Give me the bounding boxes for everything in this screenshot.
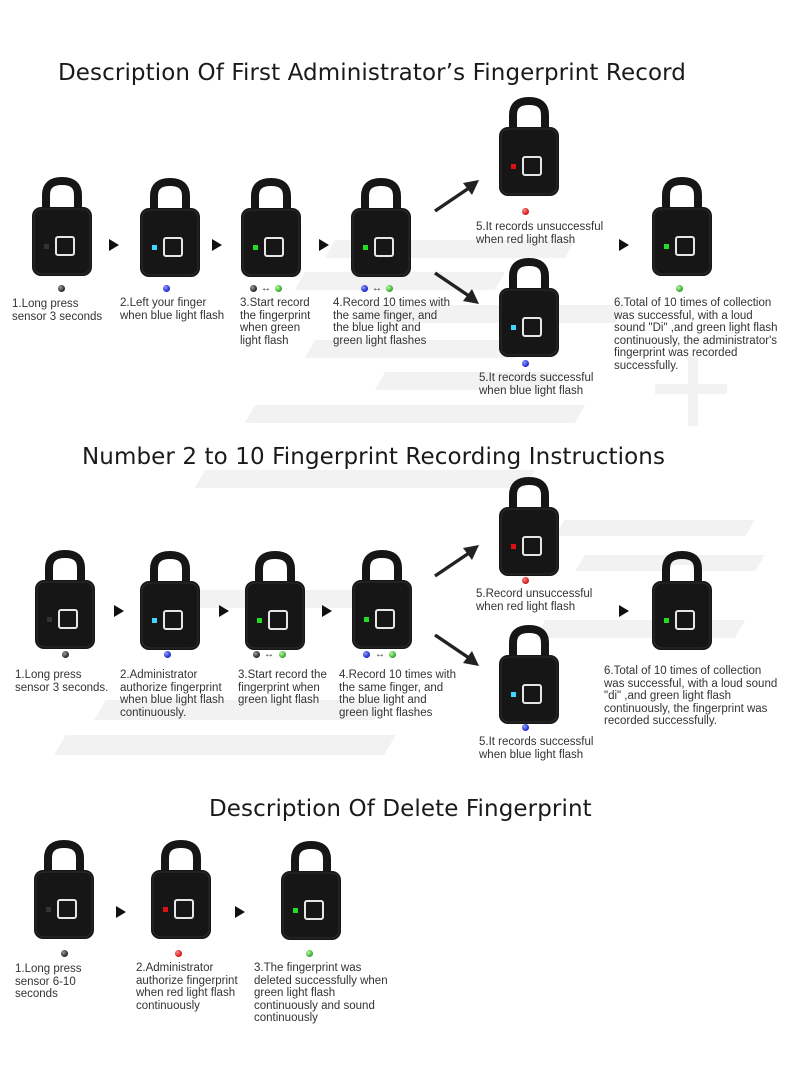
padlock-icon: [139, 178, 201, 278]
padlock-icon: [350, 178, 412, 278]
step-caption: 5.Record unsuccessful when red light fla…: [476, 588, 593, 613]
step-arrow-icon: [212, 239, 222, 251]
alternate-icon: ↔: [261, 283, 271, 294]
step-arrow-icon: [322, 605, 332, 617]
led-indicator-dot: [275, 285, 282, 292]
led-indicator-dot: [175, 950, 182, 957]
led-indicator-dot: [522, 724, 529, 731]
step-arrow-icon: [235, 906, 245, 918]
step-caption: 4.Record 10 times with the same finger, …: [333, 297, 450, 347]
padlock-icon: [34, 550, 96, 650]
padlock-icon: [651, 551, 713, 651]
step-caption: 5.It records successful when blue light …: [479, 736, 594, 761]
led-indicator-dot: [250, 285, 257, 292]
led-indicator-dot: [62, 651, 69, 658]
padlock-icon: [498, 477, 560, 577]
step-arrow-icon: [109, 239, 119, 251]
section3-title: Description Of Delete Fingerprint: [209, 796, 592, 822]
padlock-icon: [150, 840, 212, 940]
padlock-icon: [498, 97, 560, 197]
step-caption: 2.Administrator authorize fingerprint wh…: [120, 669, 225, 719]
led-indicator-dot: [279, 651, 286, 658]
padlock-icon: [31, 177, 93, 277]
led-indicator-dot: [522, 360, 529, 367]
step-caption: 6.Total of 10 times of collection was su…: [614, 297, 778, 372]
padlock-icon: [280, 841, 342, 941]
branch-arrow-up-icon: [434, 545, 479, 578]
padlock-icon: [651, 177, 713, 277]
step-caption: 6.Total of 10 times of collection was su…: [604, 665, 778, 727]
step-caption: 3.Start record the fingerprint when gree…: [238, 669, 327, 706]
padlock-icon: [33, 840, 95, 940]
branch-arrow-down-icon: [434, 271, 479, 304]
padlock-icon: [240, 178, 302, 278]
led-indicator-dot: [253, 651, 260, 658]
led-indicator-dot: [306, 950, 313, 957]
padlock-icon: [351, 550, 413, 650]
led-indicator-dot: [522, 208, 529, 215]
led-indicator-dot: [522, 577, 529, 584]
padlock-icon: [498, 625, 560, 725]
step-arrow-icon: [619, 239, 629, 251]
step-caption: 1.Long press sensor 3 seconds.: [15, 669, 109, 694]
step-arrow-icon: [219, 605, 229, 617]
step-caption: 5.It records successful when blue light …: [479, 372, 594, 397]
led-indicator-dot: [58, 285, 65, 292]
step-arrow-icon: [114, 605, 124, 617]
led-indicator-dot: [361, 285, 368, 292]
branch-arrow-up-icon: [434, 180, 479, 213]
step-arrow-icon: [116, 906, 126, 918]
step-caption: 1.Long press sensor 3 seconds: [12, 298, 103, 323]
padlock-icon: [498, 258, 560, 358]
step-caption: 3.Start record the fingerprint when gree…: [240, 297, 311, 347]
alternate-icon: ↔: [375, 649, 385, 660]
section2-title: Number 2 to 10 Fingerprint Recording Ins…: [82, 444, 666, 470]
led-indicator-dot: [389, 651, 396, 658]
led-indicator-dot: [163, 285, 170, 292]
led-indicator-dot: [164, 651, 171, 658]
padlock-icon: [244, 551, 306, 651]
step-caption: 1.Long press sensor 6-10 seconds: [15, 963, 82, 1000]
section1-title: Description Of First Administrator’s Fin…: [58, 60, 686, 86]
led-indicator-dot: [363, 651, 370, 658]
step-caption: 2.Administrator authorize fingerprint wh…: [136, 962, 238, 1012]
padlock-icon: [139, 551, 201, 651]
step-caption: 5.It records unsuccessful when red light…: [476, 221, 604, 246]
step-arrow-icon: [319, 239, 329, 251]
step-arrow-icon: [619, 605, 629, 617]
led-indicator-dot: [61, 950, 68, 957]
step-caption: 3.The fingerprint was deleted successful…: [254, 962, 388, 1024]
step-caption: 2.Left your finger when blue light flash: [120, 297, 225, 322]
led-indicator-dot: [676, 285, 683, 292]
led-indicator-dot: [386, 285, 393, 292]
alternate-icon: ↔: [372, 283, 382, 294]
step-caption: 4.Record 10 times with the same finger, …: [339, 669, 456, 719]
alternate-icon: ↔: [264, 649, 274, 660]
branch-arrow-down-icon: [434, 633, 479, 666]
